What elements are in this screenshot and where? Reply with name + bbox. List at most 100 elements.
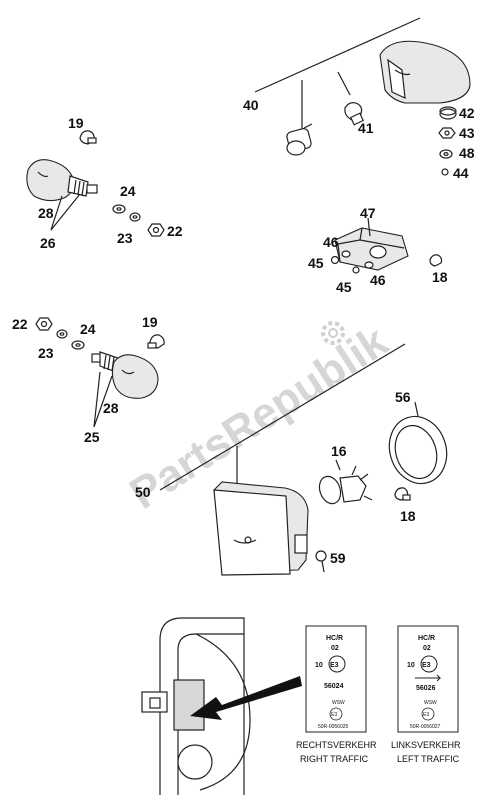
screw-icon	[315, 550, 327, 573]
callout-18: 18	[432, 269, 448, 285]
leader-25	[93, 371, 113, 428]
label-left-traffic: HC/R 02 10 E3 56026 WSW E3 50R-0056027 L…	[391, 625, 461, 764]
label-box	[305, 625, 367, 733]
label-right-traffic: HC/R 02 10 E3 56024 WSW E3 50R-0056025 R…	[296, 625, 377, 764]
callout-44: 44	[453, 165, 469, 181]
callout-28: 28	[38, 205, 54, 221]
screw-head-icon	[330, 255, 340, 265]
callout-45: 45	[336, 279, 352, 295]
e-mark-icon	[420, 655, 438, 673]
rear-light-lens	[387, 58, 406, 99]
adjuster-knob	[177, 744, 213, 780]
callout-24: 24	[120, 183, 136, 199]
nut-icon	[438, 127, 456, 139]
leader-40	[254, 17, 421, 93]
bulb-icon	[344, 102, 365, 126]
nut-icon	[147, 223, 165, 237]
callout-50: 50	[135, 484, 151, 500]
callout-16: 16	[331, 443, 347, 459]
label-wsw: WSW	[332, 700, 345, 706]
label-10: 10	[315, 662, 323, 669]
label-02: 02	[331, 645, 339, 652]
leader-56	[414, 401, 419, 417]
label-e3: E3	[422, 662, 431, 669]
callout-19: 19	[68, 115, 84, 131]
caption-right-traffic: RIGHT TRAFFIC	[300, 754, 369, 764]
headlight-bulb-icon	[318, 465, 373, 505]
e-mark-icon	[421, 707, 435, 721]
caption-rechtsverkehr: RECHTSVERKEHR	[296, 740, 377, 750]
callout-22: 22	[12, 316, 28, 332]
callout-48: 48	[459, 145, 475, 161]
label-code: 50R-0056025	[318, 724, 349, 730]
caption-linksverkehr: LINKSVERKEHR	[391, 740, 461, 750]
label-02: 02	[423, 645, 431, 652]
washer-icon	[56, 329, 68, 339]
license-light-lens	[369, 245, 387, 259]
washer-icon	[364, 261, 374, 269]
callout-25: 25	[84, 429, 100, 445]
callout-22: 22	[167, 223, 183, 239]
label-number: 56026	[416, 685, 436, 692]
callout-46: 46	[323, 234, 339, 250]
headlight-connector	[294, 534, 308, 554]
callout-28: 28	[103, 400, 119, 416]
label-hcr: HC/R	[326, 635, 343, 642]
arrow-icon	[190, 676, 302, 720]
bulb-icon	[147, 334, 165, 349]
callout-47: 47	[360, 205, 376, 221]
e-mark-icon	[329, 707, 343, 721]
label-number: 56024	[324, 683, 344, 690]
screw-head-icon	[441, 168, 449, 176]
callout-56: 56	[395, 389, 411, 405]
leader-47	[367, 217, 371, 237]
detail-frame	[159, 617, 245, 795]
leader-40-bulb	[337, 71, 351, 96]
rear-light-assembly: 40 41 42 43 48 44	[243, 17, 475, 181]
callout-40: 40	[243, 97, 259, 113]
label-sticker-area	[173, 679, 205, 731]
washer-icon	[71, 340, 85, 350]
leader-50	[159, 343, 406, 491]
label-hcr: HC/R	[418, 635, 435, 642]
label-wsw: WSW	[424, 700, 437, 706]
watermark-gear-icon	[321, 321, 345, 345]
callout-41: 41	[358, 120, 374, 136]
callout-43: 43	[459, 125, 475, 141]
callout-19: 19	[142, 314, 158, 330]
arrow-right-icon	[415, 674, 442, 682]
caption-left-traffic: LEFT TRAFFIC	[397, 754, 460, 764]
license-plate-light-assembly: 47 46 45 45 46 18	[308, 205, 448, 295]
washer-icon	[112, 204, 126, 214]
label-e3-small: E3	[423, 712, 429, 718]
bulb-icon	[79, 130, 97, 145]
bulb-icon	[394, 487, 411, 501]
grommet-icon	[439, 106, 457, 120]
turn-signal-stud	[86, 184, 98, 194]
e-mark-icon	[328, 655, 346, 673]
callout-24: 24	[80, 321, 96, 337]
headlight-assembly: 50 16 56 18 59	[135, 343, 448, 576]
turn-signal-lens	[26, 159, 74, 202]
headlight-lens	[213, 489, 291, 576]
callout-46: 46	[370, 272, 386, 288]
callout-26: 26	[40, 235, 56, 251]
headlight-ring-icon	[388, 415, 448, 485]
label-10: 10	[407, 662, 415, 669]
nut-icon	[35, 317, 53, 331]
callout-18: 18	[400, 508, 416, 524]
label-box	[397, 625, 459, 733]
label-e3: E3	[330, 662, 339, 669]
turn-signal-lens	[111, 354, 159, 399]
washer-icon	[341, 250, 351, 258]
callout-23: 23	[38, 345, 54, 361]
callout-42: 42	[459, 105, 475, 121]
turn-signal-front-assembly: 19 28 26 24 23 22	[26, 115, 183, 251]
callout-23: 23	[117, 230, 133, 246]
washer-icon	[129, 212, 141, 222]
callout-59: 59	[330, 550, 346, 566]
screw-head-icon	[352, 266, 360, 274]
label-code: 50R-0056027	[410, 724, 441, 730]
label-e3-small: E3	[331, 712, 337, 718]
